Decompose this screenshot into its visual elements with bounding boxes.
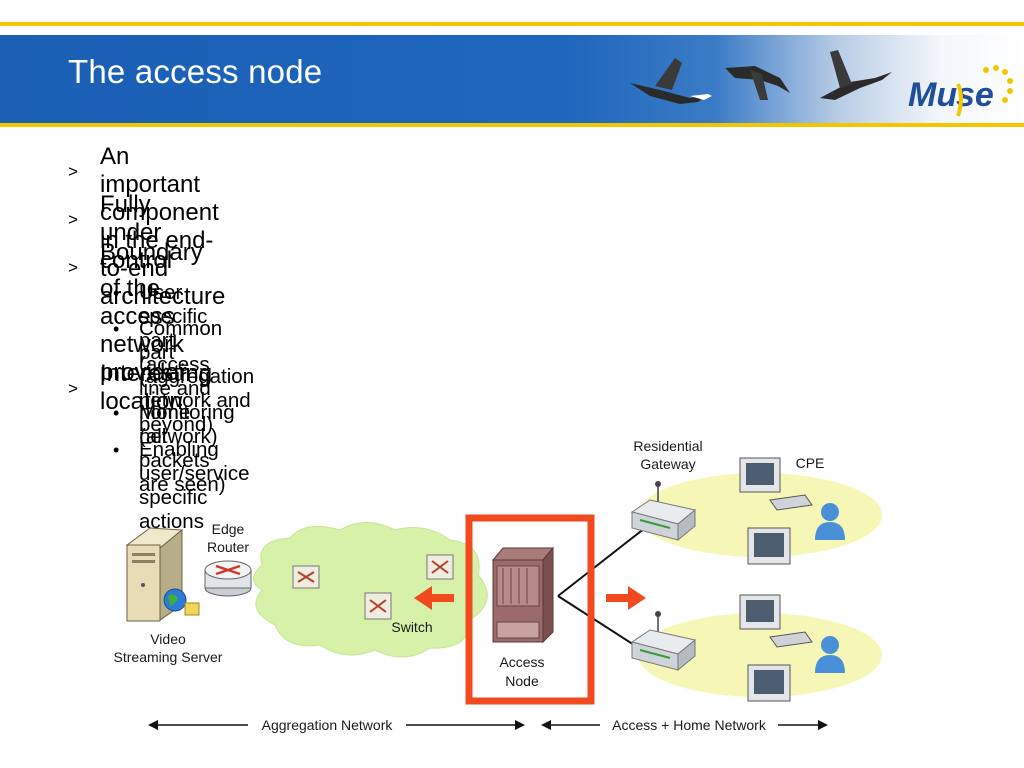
access-node-highlight: [465, 514, 595, 705]
muse-logo: Mu se: [908, 65, 1013, 117]
bullet-text: Interesting location: [100, 360, 213, 415]
aggregation-network-label: Aggregation Network: [262, 717, 394, 733]
top-accent-line: [0, 22, 1024, 26]
bullet-marker: >: [68, 210, 78, 229]
access-node-label: Node: [505, 673, 539, 689]
residential-gateway-label: Residential: [633, 438, 702, 454]
edge-router-label: Edge: [212, 521, 245, 537]
aggregation-network-span: Aggregation Network: [148, 717, 525, 733]
router-icon: [204, 560, 252, 597]
edge-router-label: Router: [207, 539, 249, 555]
video-server-label: Streaming Server: [114, 649, 223, 665]
arrow-right-icon: [606, 586, 646, 610]
user-icon: [815, 636, 845, 673]
bullet-marker: >: [68, 258, 78, 277]
geese-illustration: [630, 50, 892, 104]
user-icon: [815, 503, 845, 540]
access-home-network-label: Access + Home Network: [612, 717, 767, 733]
video-server-label: Video: [150, 631, 186, 647]
access-home-network-span: Access + Home Network: [541, 717, 828, 733]
access-node-rack-icon: [491, 546, 555, 644]
switch-icon: [426, 554, 454, 580]
cpe-label: CPE: [796, 455, 825, 471]
sub-bullet-marker: •: [113, 283, 120, 303]
sub-bullet-text: Monitoring (all packets are seen): [139, 401, 235, 496]
sub-bullet-text: User specific part (access line and home…: [139, 281, 218, 448]
sub-bullet-marker: •: [113, 403, 120, 423]
bullet-marker: >: [68, 162, 78, 181]
pc-icon: [747, 664, 791, 702]
aggregation-cloud: [253, 522, 488, 658]
switch-label: Switch: [391, 619, 432, 635]
slide-title: The access node: [68, 53, 323, 90]
pc-icon: [739, 457, 813, 511]
residential-gateway-label: Gateway: [640, 456, 695, 472]
sub-bullet-marker: •: [113, 319, 120, 339]
bullet-marker: >: [68, 379, 78, 398]
access-line: [557, 527, 646, 597]
pc-icon: [739, 594, 813, 648]
sub-bullet-marker: •: [113, 440, 120, 460]
access-line: [557, 595, 646, 653]
svg-text:Mu: Mu: [908, 76, 957, 114]
arrow-left-icon: [414, 586, 454, 610]
banner-underline: [0, 123, 1024, 127]
pc-icon: [747, 527, 791, 565]
globe-icon: [163, 588, 200, 616]
access-node-label: Access: [499, 654, 544, 670]
gateway-icon: [630, 611, 697, 672]
sub-bullet-text: Enabling user/service specific actions: [139, 438, 250, 533]
switch-icon: [292, 565, 320, 589]
home-network-area: [638, 613, 882, 697]
gateway-icon: [630, 481, 697, 542]
bullet-text: Boundary: [100, 239, 203, 266]
switch-icon: [364, 592, 392, 620]
title-banner: [0, 35, 1024, 123]
bullet-text: An important component in the end-to-end…: [100, 143, 226, 310]
sub-bullet-text: Common part (aggregation network and bey…: [139, 317, 255, 436]
bullet-text: Fully under control of the access networ…: [100, 191, 187, 386]
